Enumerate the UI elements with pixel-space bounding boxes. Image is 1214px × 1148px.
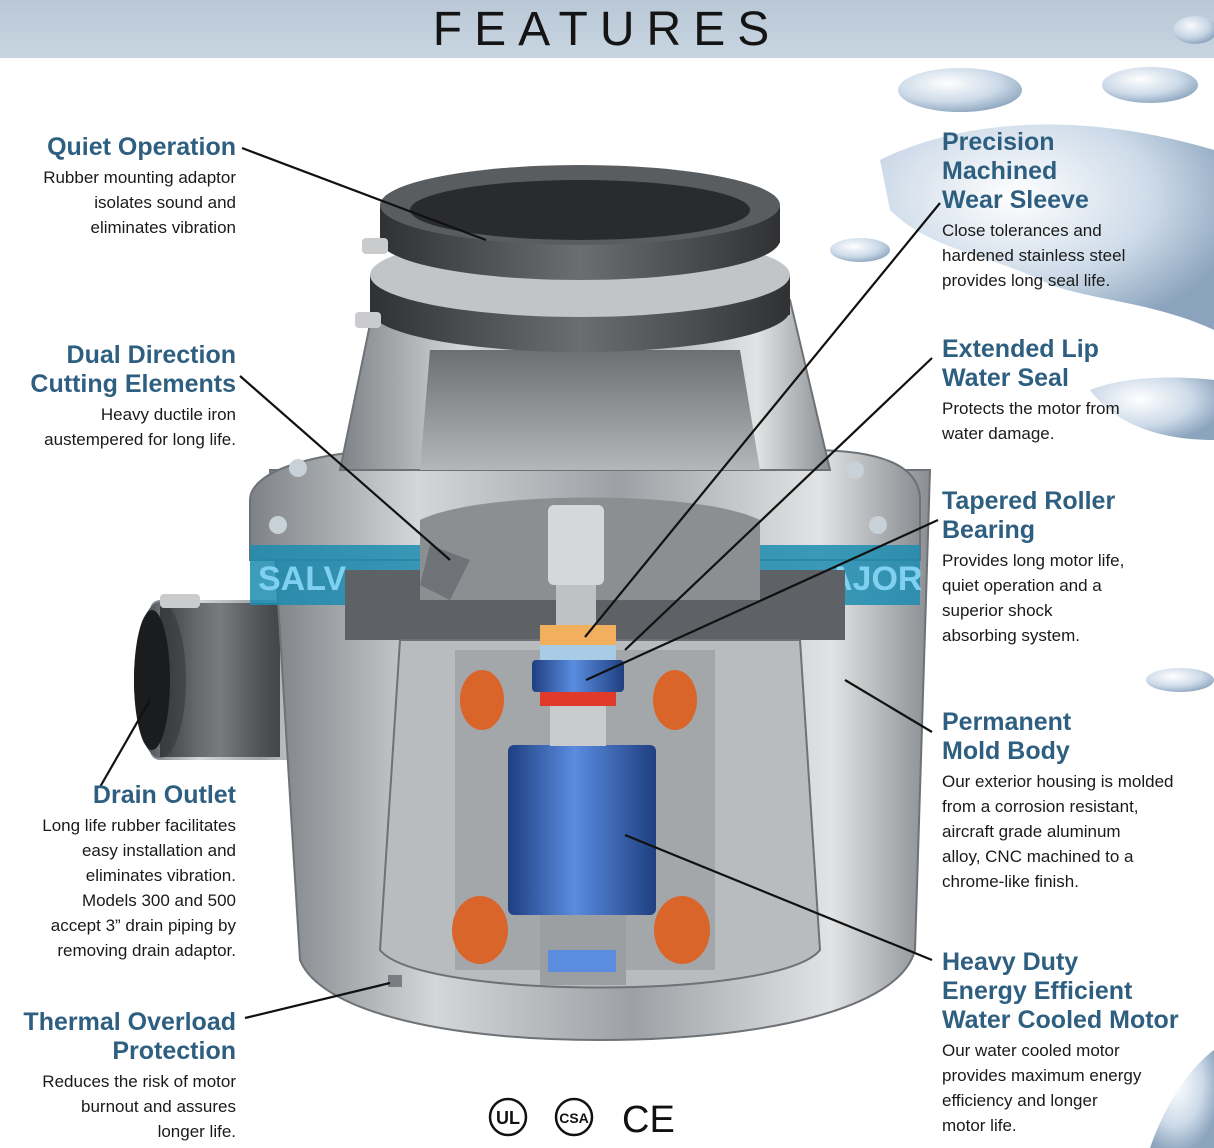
callout-motor: Heavy Duty Energy Efficient Water Cooled… <box>942 948 1210 1138</box>
callout-dual-direction: Dual Direction Cutting Elements Heavy du… <box>4 341 236 452</box>
callout-title: Tapered Roller Bearing <box>942 487 1116 544</box>
drain-outlet-pipe <box>134 594 350 760</box>
svg-text:CSA: CSA <box>559 1110 589 1126</box>
callout-description: Our water cooled motor provides maximum … <box>942 1041 1142 1135</box>
leader-drain-outlet <box>99 699 151 788</box>
ul-logo: UL <box>488 1097 528 1137</box>
leader-roller-bearing <box>585 518 939 682</box>
leader-quiet-operation <box>241 146 487 242</box>
winding-top-left <box>460 670 504 730</box>
callout-description: Long life rubber facilitates easy instal… <box>42 816 236 960</box>
callout-wear-sleeve: Precision Machined Wear Sleeve Close tol… <box>942 128 1210 293</box>
callout-thermal-overload: Thermal Overload Protection Reduces the … <box>4 1008 236 1144</box>
callout-description: Provides long motor life, quiet operatio… <box>942 551 1125 645</box>
callout-lip-seal: Extended Lip Water Seal Protects the mot… <box>942 335 1210 446</box>
leader-wear-sleeve <box>584 202 941 638</box>
ce-logo: CE <box>622 1099 675 1141</box>
leader-dual-direction <box>239 375 451 561</box>
leader-mold-body <box>844 679 933 733</box>
winding-bottom-left <box>452 896 508 964</box>
winding-bottom-right <box>654 896 710 964</box>
motor-rotor <box>508 745 656 915</box>
svg-text:CE: CE <box>622 1099 675 1141</box>
callout-title: Dual Direction Cutting Elements <box>30 341 236 398</box>
callout-description: Reduces the risk of motor burnout and as… <box>42 1072 236 1141</box>
callout-title: Drain Outlet <box>92 781 236 809</box>
csa-logo: CSA <box>554 1097 594 1137</box>
shaft-nut <box>548 505 604 585</box>
mounting-adaptor <box>355 165 790 352</box>
callout-description: Protects the motor from water damage. <box>942 399 1120 443</box>
callout-title: Precision Machined Wear Sleeve <box>942 128 1089 214</box>
page-title: FEATURES <box>432 3 782 56</box>
svg-text:UL: UL <box>496 1108 520 1128</box>
callout-description: Heavy ductile iron austempered for long … <box>44 405 236 449</box>
callout-description: Rubber mounting adaptor isolates sound a… <box>43 168 236 237</box>
callout-drain-outlet: Drain Outlet Long life rubber facilitate… <box>4 781 236 963</box>
callout-roller-bearing: Tapered Roller Bearing Provides long mot… <box>942 487 1210 648</box>
callout-description: Our exterior housing is molded from a co… <box>942 772 1174 891</box>
callout-quiet-operation: Quiet Operation Rubber mounting adaptor … <box>4 133 236 240</box>
roller-bearing-part <box>532 660 624 692</box>
leader-lines <box>99 146 941 1020</box>
brand-text-left: SALV <box>258 560 346 598</box>
leader-motor <box>624 833 933 962</box>
certification-logos: UL CSA CE <box>488 1097 675 1141</box>
callout-title: Permanent Mold Body <box>942 708 1072 765</box>
winding-top-right <box>653 670 697 730</box>
callout-title: Thermal Overload Protection <box>23 1008 236 1065</box>
callout-mold-body: Permanent Mold Body Our exterior housing… <box>942 708 1210 894</box>
callout-title: Extended Lip Water Seal <box>942 335 1099 392</box>
callout-title: Heavy Duty Energy Efficient Water Cooled… <box>942 948 1179 1034</box>
water-splash <box>830 16 1214 1148</box>
callout-description: Close tolerances and hardened stainless … <box>942 221 1126 290</box>
callout-title: Quiet Operation <box>47 133 236 161</box>
leader-lip-seal <box>624 357 933 651</box>
header-band: FEATURES <box>0 0 1214 58</box>
leader-thermal-overload <box>244 981 391 1020</box>
